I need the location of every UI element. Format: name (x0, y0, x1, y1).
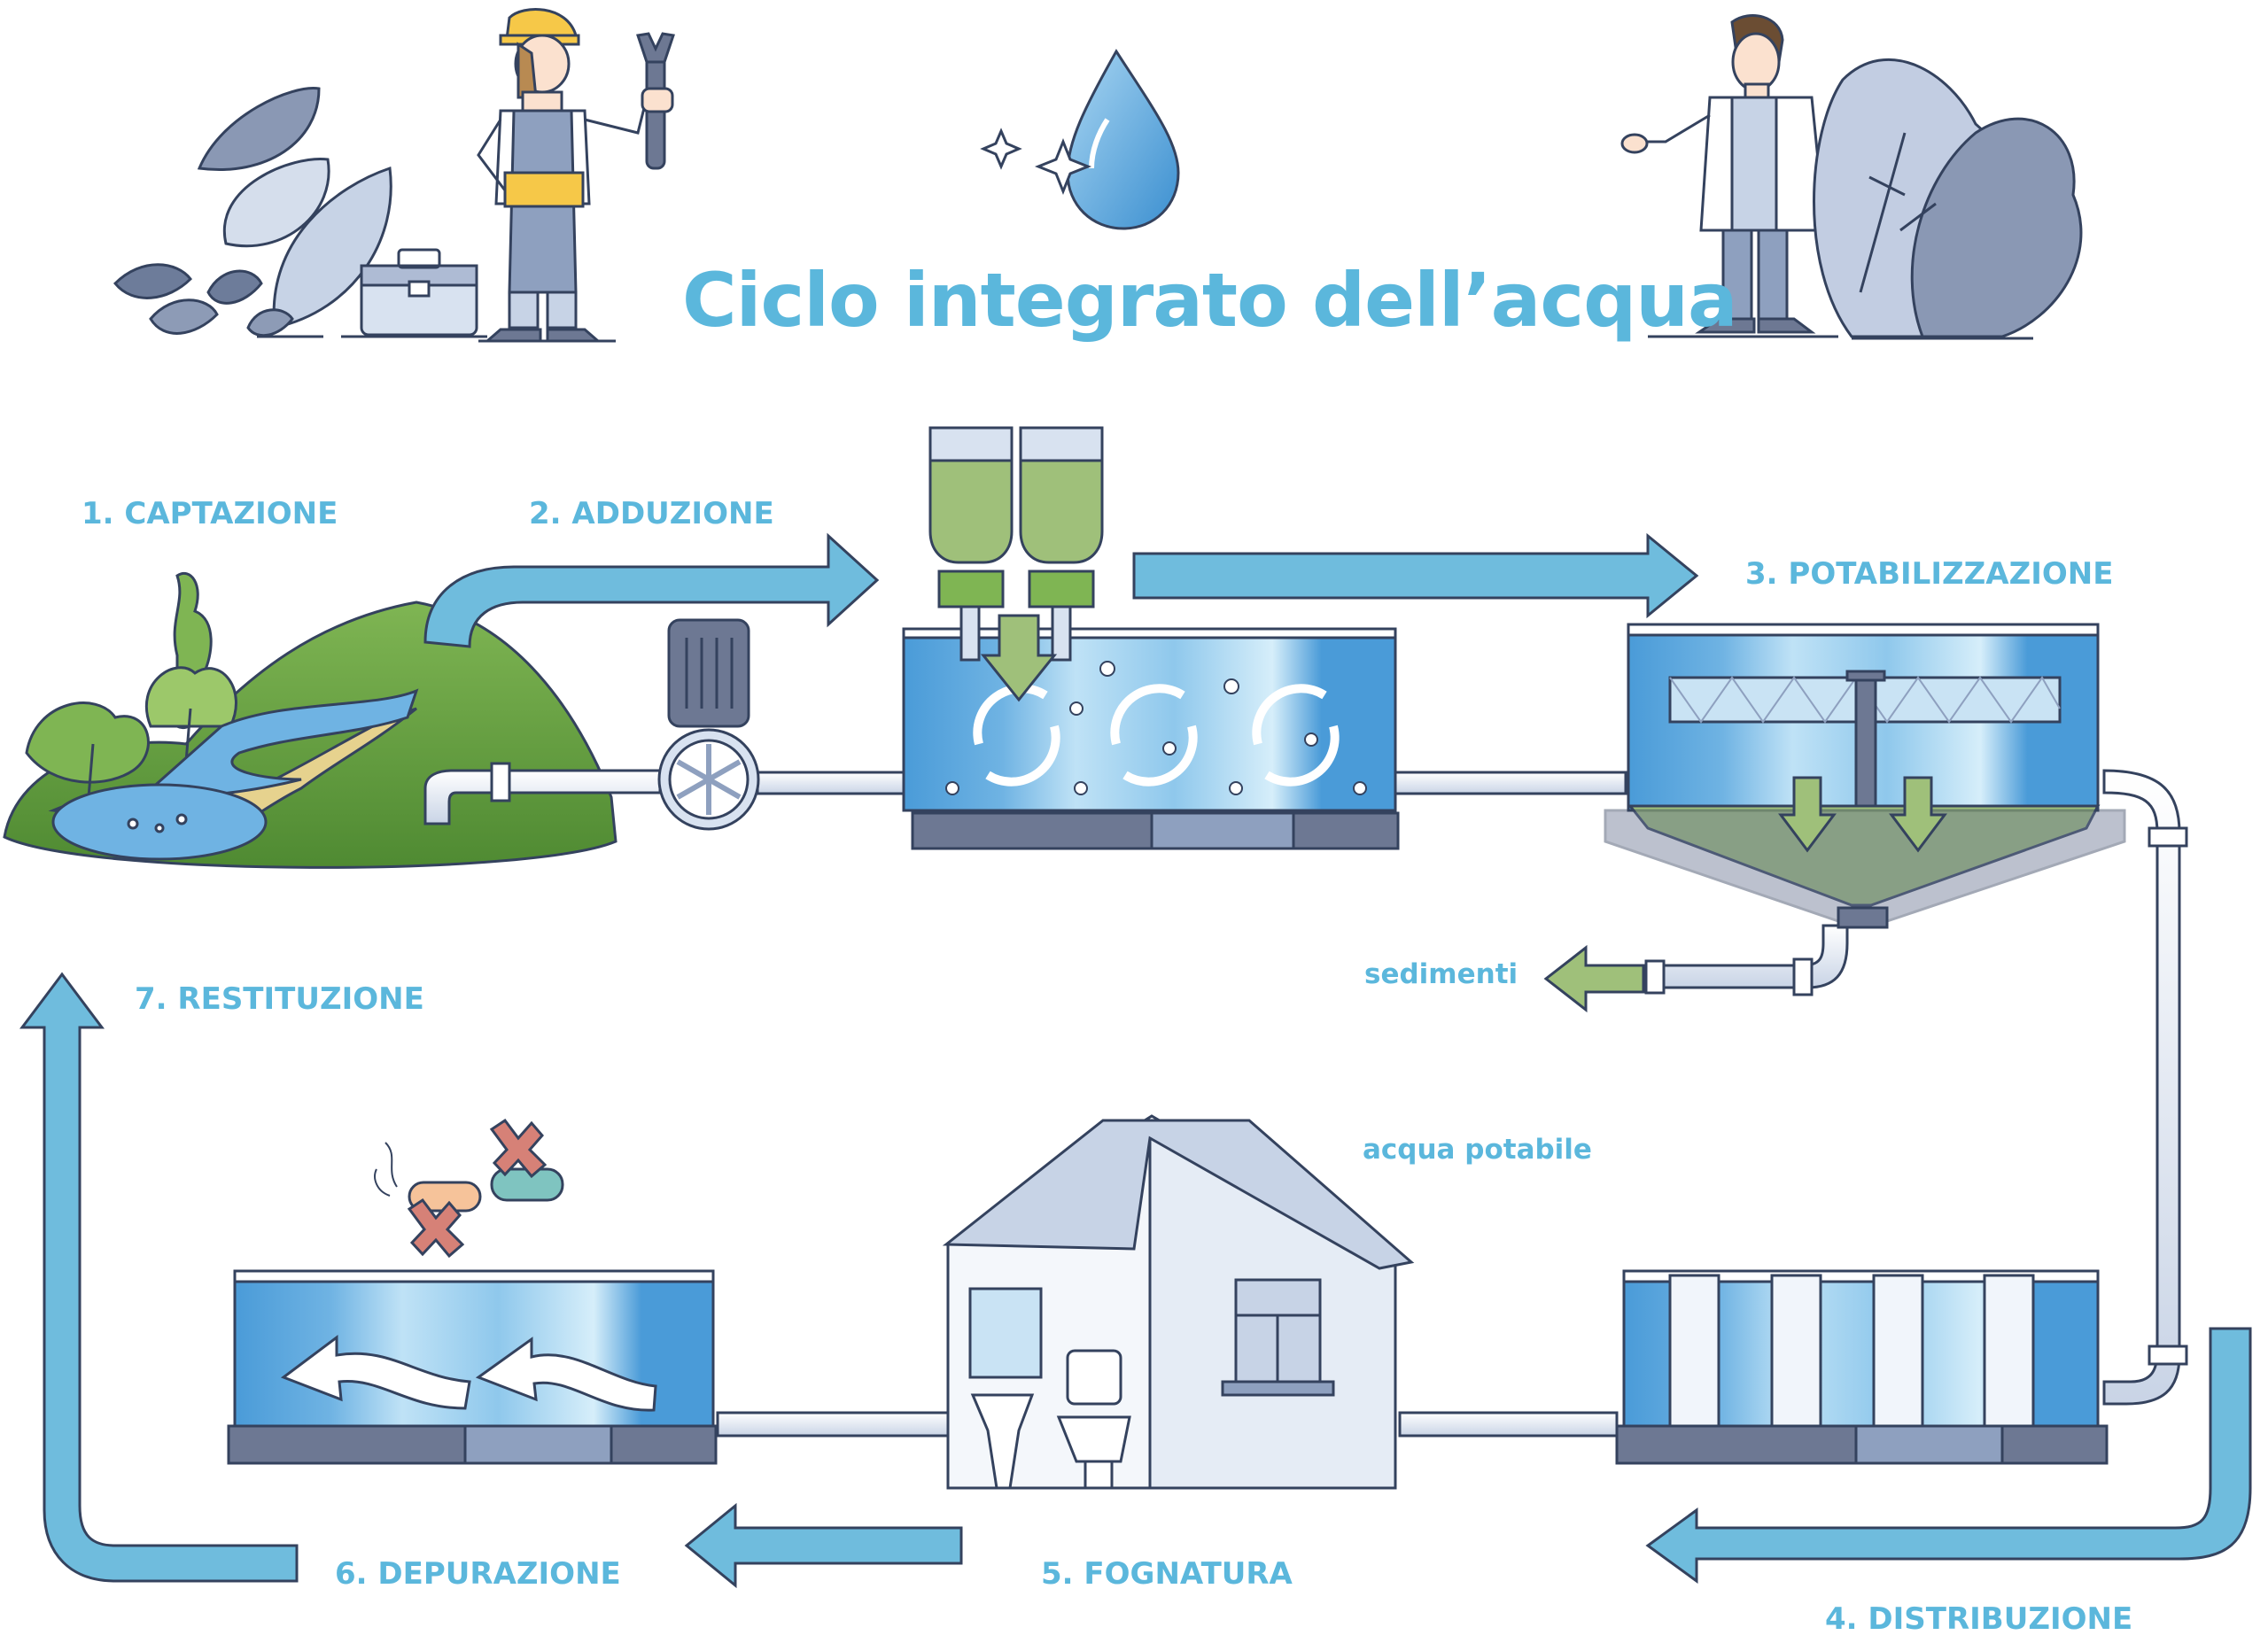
step-label-adduzione: 2. ADDUZIONE (529, 496, 774, 531)
page-title: Ciclo integrato dell’acqua (682, 257, 1738, 344)
flocculation-tank (902, 627, 1400, 850)
arrow-depurazione-restituzione (19, 972, 299, 1583)
scientist-figure (1620, 14, 1838, 338)
purification-tank (227, 1269, 718, 1465)
source-landscape (3, 572, 617, 869)
drinking-water-label: acqua potabile (1363, 1134, 1592, 1166)
decorative-leaves-right (1813, 58, 2083, 340)
sedimentation-tank (1604, 623, 2126, 929)
step-label-fognatura: 5. FOGNATURA (1041, 1556, 1293, 1592)
flow-arrows (19, 532, 2252, 1589)
step-label-depurazione: 6. DEPURAZIONE (335, 1556, 621, 1592)
toolbox-icon (341, 248, 487, 338)
step-label-captazione: 1. CAPTAZIONE (82, 496, 338, 531)
bacteria-icon (374, 1118, 564, 1259)
decorative-leaves-left (113, 87, 392, 338)
arrow-adduzione (423, 532, 880, 648)
filtration-tank (1615, 1269, 2109, 1465)
water-drop-icon (980, 49, 1180, 230)
house-icon (942, 1114, 1415, 1490)
arrow-distribuzione (1645, 1327, 2252, 1584)
technician-figure (477, 8, 675, 343)
sediment-arrow (1543, 944, 1645, 1013)
step-label-potabilizzazione: 3. POTABILIZZAZIONE (1745, 556, 2114, 592)
arrow-potabilizzazione (1132, 532, 1699, 619)
step-label-restituzione: 7. RESTITUZIONE (135, 981, 424, 1017)
arrow-fognatura (684, 1502, 963, 1589)
sediments-label: sedimenti (1364, 958, 1518, 990)
pump-icon (657, 618, 760, 831)
step-label-distribuzione: 4. DISTRIBUZIONE (1825, 1601, 2133, 1637)
pipes (423, 762, 2188, 1438)
chemical-dosing-tanks (928, 426, 1104, 702)
